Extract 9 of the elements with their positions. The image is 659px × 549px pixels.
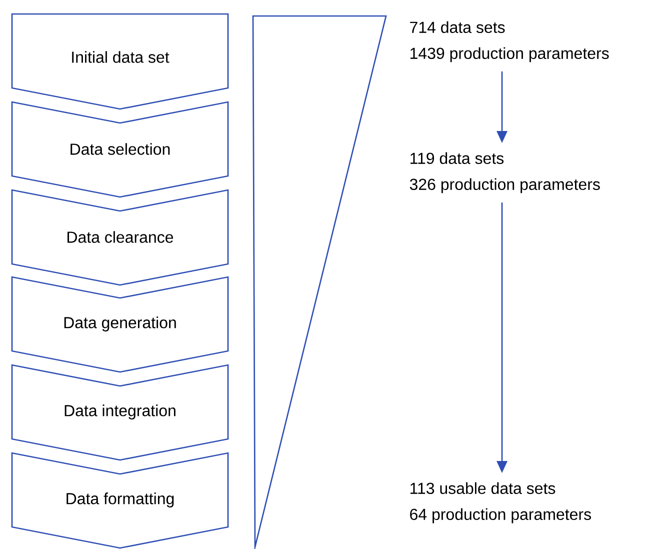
- chevron-box: Data integration: [11, 364, 229, 461]
- chevron-box: Data clearance: [11, 189, 229, 286]
- count-text: 714 data sets 1439 production parameters: [410, 21, 609, 62]
- chevron-box: Data formatting: [11, 452, 229, 549]
- count-text: 119 data sets 326 production parameters: [410, 152, 600, 194]
- chevron-box: Initial data set: [11, 13, 229, 110]
- chevron-box: Data generation: [11, 276, 229, 373]
- count-text: 113 usable data sets 64 production parameters: [410, 482, 591, 524]
- chevron-box: Data selection: [11, 101, 229, 198]
